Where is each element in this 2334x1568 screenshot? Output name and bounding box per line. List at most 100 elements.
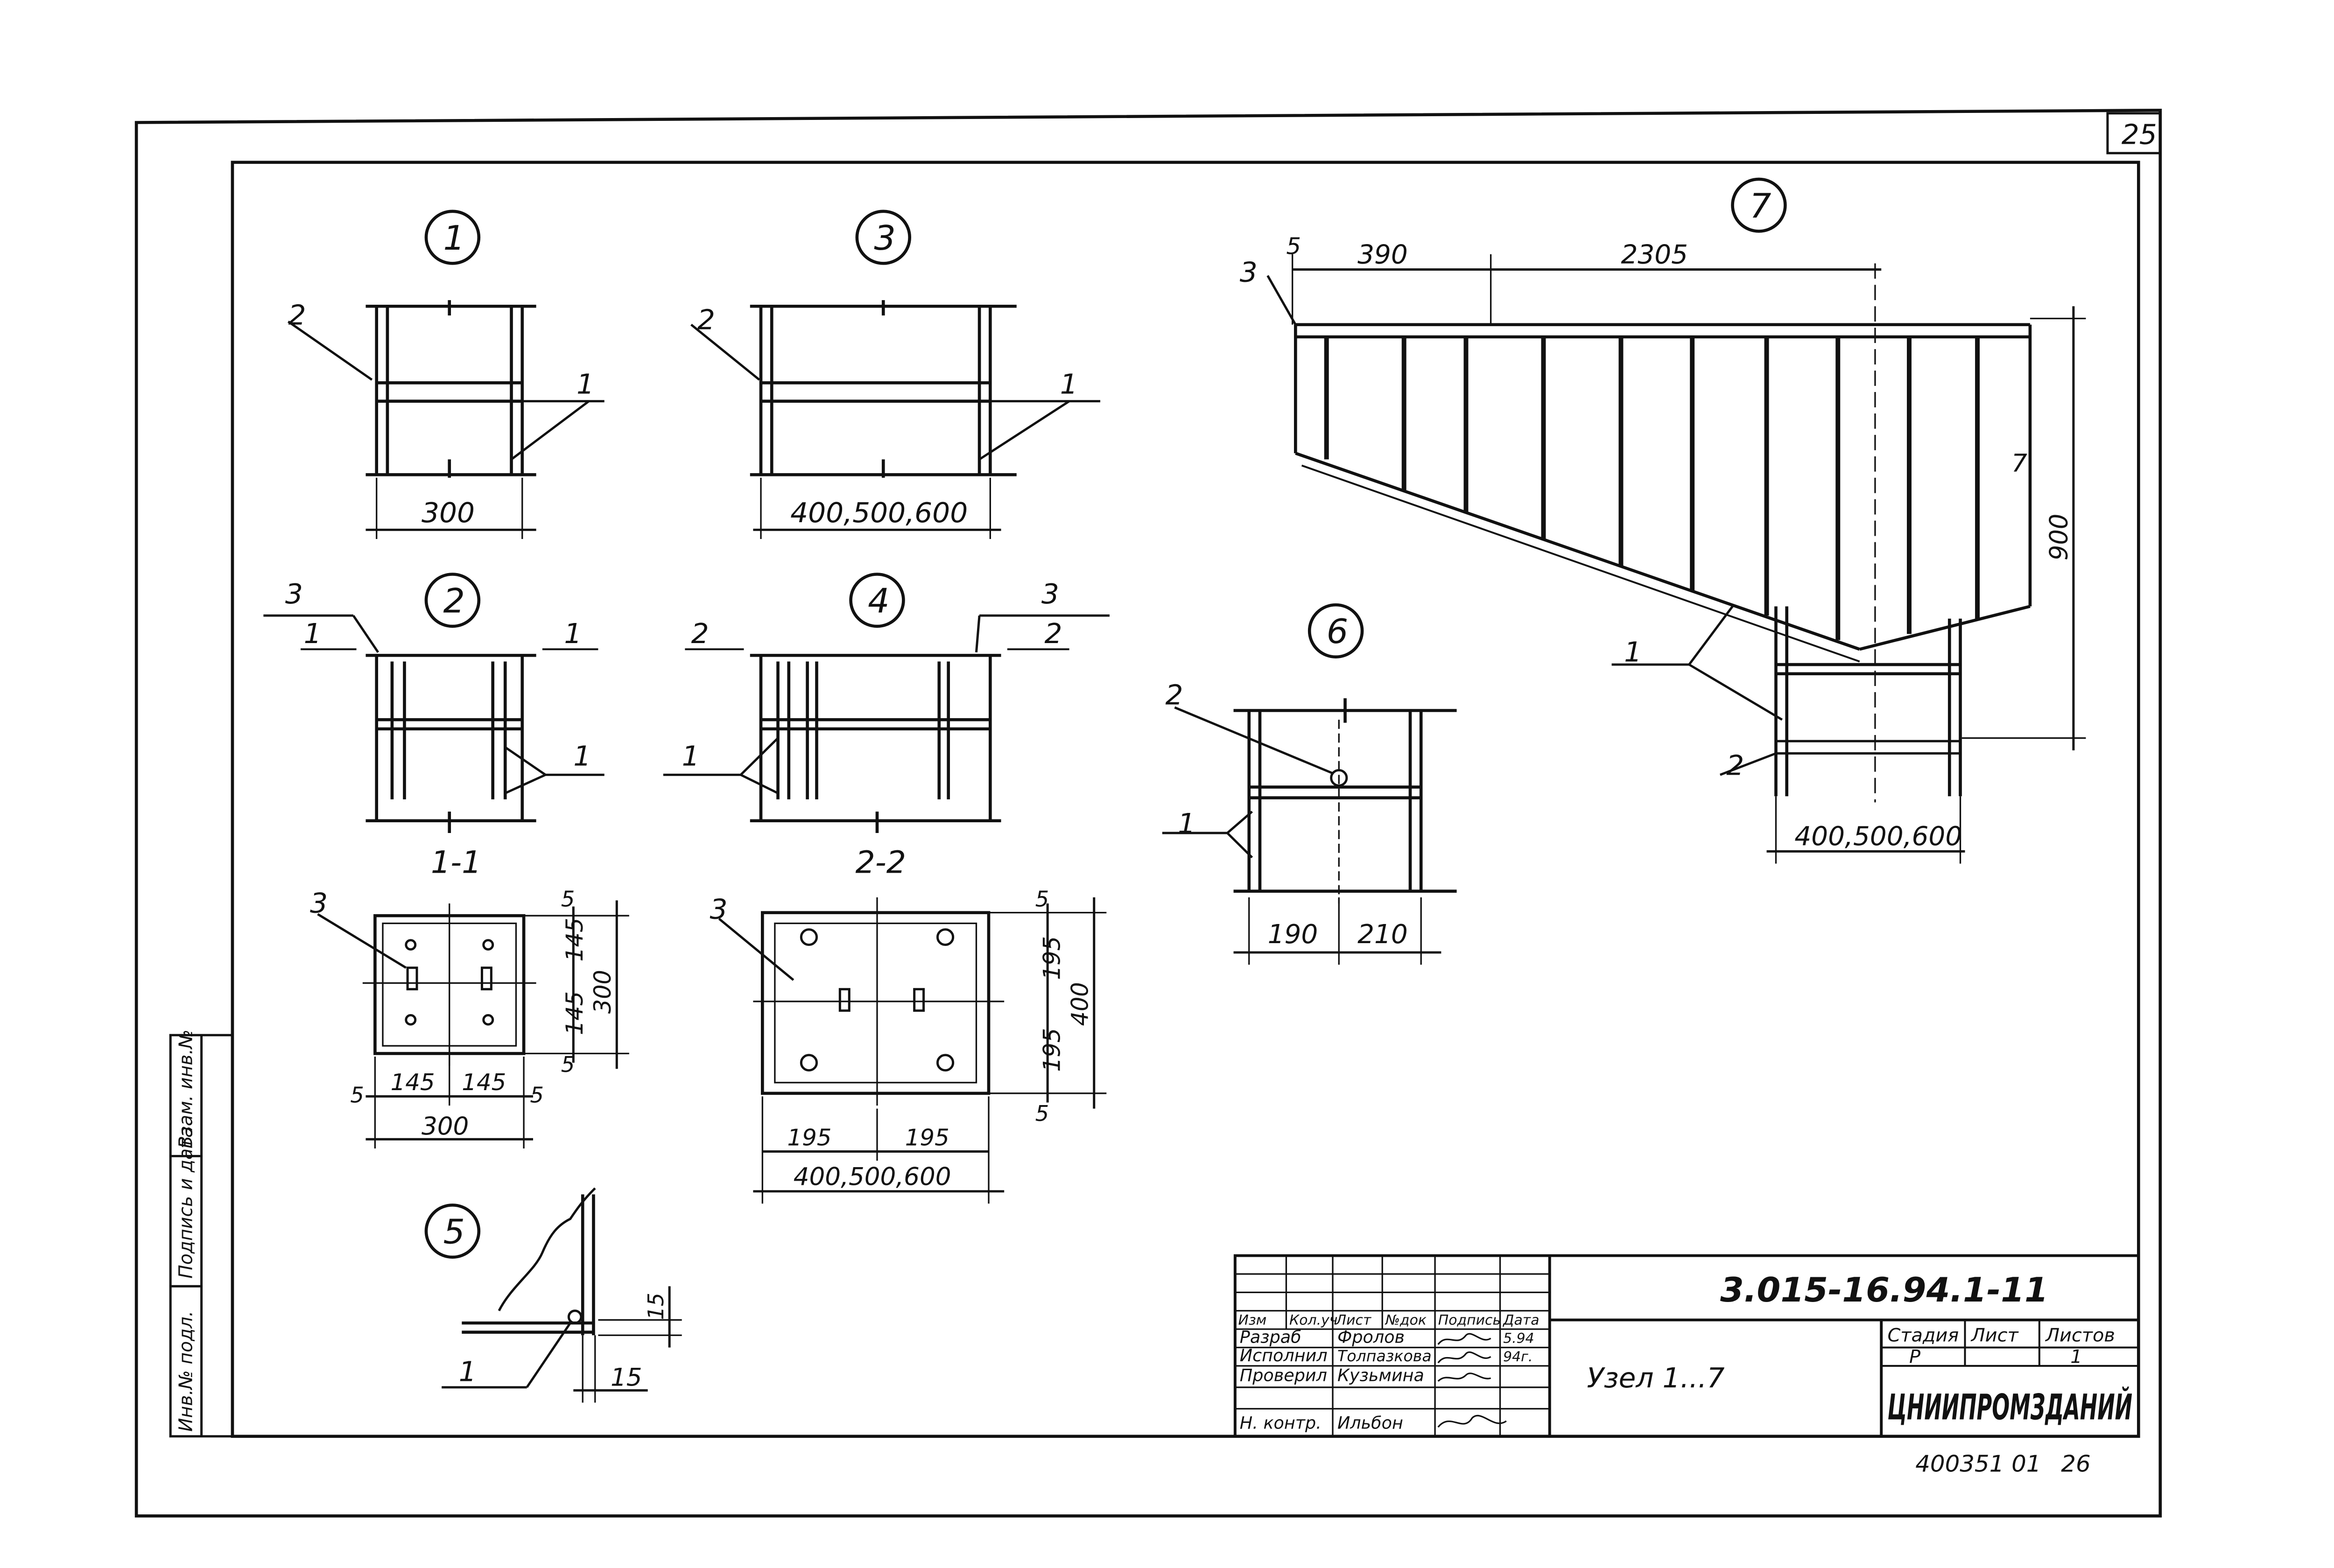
stamp-sheets-header: Листов <box>2045 1325 2115 1346</box>
stamp-name-prover: Кузьмина <box>1337 1365 1424 1386</box>
detail-2-pos-1: 1 <box>573 741 591 773</box>
detail-3-dim: 400,500,600 <box>790 497 968 529</box>
section-2-2-dim-195-c: 195 <box>787 1124 831 1151</box>
detail-id-3: 3 <box>874 219 895 258</box>
section-label-1-1: 1-1 <box>431 845 481 881</box>
detail-id-2: 2 <box>443 582 464 621</box>
section-1-1-pos-3: 3 <box>310 888 328 920</box>
side-stamp-inv: Инв.№ подл. <box>175 1311 197 1432</box>
stamp-role-ispoln: Исполнил <box>1240 1345 1328 1365</box>
stamp-signature-4 <box>1437 1414 1507 1428</box>
section-1-1-dim-5-right: 5 <box>530 1083 544 1108</box>
section-1-1-dim-300-side: 300 <box>589 970 616 1014</box>
stamp-header-ndoc: №док <box>1385 1312 1427 1328</box>
section-1-1-dim-145-c: 145 <box>391 1069 435 1096</box>
stamp-date-razrab: 5.94 <box>1503 1330 1534 1347</box>
detail-2-drawing <box>263 614 605 833</box>
bottom-code: 400351 01 <box>1915 1450 2041 1477</box>
stamp-name-nkontr: Ильбон <box>1337 1413 1403 1433</box>
section-2-2-dim-195-a: 195 <box>1038 936 1065 980</box>
detail-1-pos-1: 1 <box>576 369 594 401</box>
section-1-1-dim-5-top: 5 <box>561 887 575 912</box>
section-label-2-2: 2-2 <box>856 845 906 881</box>
stamp-org: ЦНИИПРОМЗДАНИЙ <box>1887 1386 2132 1428</box>
detail-4-pos-1: 1 <box>682 741 700 773</box>
section-1-1-dim-5-bottom: 5 <box>561 1052 575 1077</box>
section-1-1-dim-145-d: 145 <box>462 1069 506 1096</box>
stamp-role-prover: Проверил <box>1240 1365 1327 1386</box>
stamp-signature-3 <box>1437 1372 1491 1382</box>
detail-7-pos-2: 2 <box>1726 750 1744 782</box>
stamp-stage-value: Р <box>1909 1346 1920 1368</box>
stamp-stage-header: Стадия <box>1887 1325 1959 1346</box>
detail-6-dim-210: 210 <box>1357 920 1408 950</box>
sheet-frame <box>134 108 2162 1518</box>
bottom-number: 26 <box>2061 1450 2090 1477</box>
section-2-2-dim-195-b: 195 <box>1038 1028 1065 1072</box>
title-block <box>1233 1254 2140 1438</box>
stamp-name-razrab: Фролов <box>1337 1327 1405 1347</box>
detail-4-section-left: 2 <box>691 618 709 650</box>
stamp-header-date: Дата <box>1502 1312 1539 1328</box>
detail-4-pos-3: 3 <box>1041 578 1059 610</box>
detail-6-pos-1: 1 <box>1178 808 1195 840</box>
detail-id-5: 5 <box>443 1213 464 1252</box>
detail-5-pos-1: 1 <box>459 1356 477 1388</box>
stamp-title: Узел 1...7 <box>1587 1362 1724 1394</box>
section-2-2-dim-5-top: 5 <box>1035 887 1049 912</box>
sheet-number: 25 <box>2122 119 2157 151</box>
section-1-1-dim-145-a: 145 <box>561 918 588 962</box>
section-2-2-dim-400-side: 400 <box>1066 982 1093 1026</box>
section-2-2-dim-5-bottom: 5 <box>1035 1101 1049 1126</box>
detail-3-pos-2: 2 <box>697 304 715 336</box>
detail-7-dim-2305: 2305 <box>1621 240 1688 270</box>
detail-5-dim-horizontal: 15 <box>611 1364 642 1392</box>
stamp-name-ispoln: Толпазкова <box>1337 1347 1432 1365</box>
stamp-doc-code: 3.015-16.94.1-11 <box>1720 1271 2048 1310</box>
stamp-header-sign: Подпись <box>1438 1312 1501 1328</box>
detail-7-dim-5: 5 <box>1286 233 1301 260</box>
detail-id-1: 1 <box>443 219 464 258</box>
detail-3-pos-1: 1 <box>1060 369 1078 401</box>
detail-id-6: 6 <box>1327 613 1348 652</box>
detail-1-dim: 300 <box>422 497 475 529</box>
stamp-role-razrab: Разраб <box>1240 1327 1301 1347</box>
section-2-2-pos-3: 3 <box>710 894 727 926</box>
detail-7-pos-1: 1 <box>1624 637 1642 669</box>
detail-6-dim-190: 190 <box>1268 920 1318 950</box>
section-2-2-dim-total: 400,500,600 <box>794 1163 951 1191</box>
detail-2-section-right: 1 <box>564 618 582 650</box>
stamp-date-ispoln: 94г. <box>1503 1349 1533 1365</box>
detail-7-dim-390: 390 <box>1357 240 1408 270</box>
detail-5-drawing <box>442 1187 682 1403</box>
detail-5-dim-vertical: 15 <box>643 1293 668 1320</box>
section-1-1-dim-300: 300 <box>422 1113 469 1141</box>
stamp-signature-2 <box>1437 1351 1491 1364</box>
stamp-header-kolich: Кол.уч <box>1289 1312 1337 1328</box>
stamp-sheet-header: Лист <box>1970 1325 2019 1346</box>
detail-7-pos-3: 3 <box>1240 257 1258 289</box>
section-2-2-drawing <box>718 897 1107 1204</box>
detail-1-pos-2: 2 <box>288 300 306 332</box>
side-stamp-replace: Взам. инв.№ <box>175 1029 197 1148</box>
detail-7-drawing <box>1266 254 2086 864</box>
detail-id-4: 4 <box>868 582 889 621</box>
stamp-sheet-value: 1 <box>2070 1346 2082 1368</box>
side-stamp-sign: Подпись и дата <box>175 1127 197 1279</box>
detail-1-drawing <box>288 300 605 539</box>
detail-7-dim-900: 900 <box>2045 514 2073 560</box>
section-1-1-drawing <box>317 900 629 1148</box>
detail-2-section-left: 1 <box>304 618 322 650</box>
detail-3-drawing <box>690 300 1101 539</box>
section-1-1-dim-5-left: 5 <box>350 1083 364 1108</box>
stamp-header-list: Лист <box>1336 1312 1371 1328</box>
detail-6-drawing <box>1162 698 1457 965</box>
detail-6-pos-2: 2 <box>1165 679 1183 712</box>
detail-4-drawing <box>663 614 1110 833</box>
stamp-signature-1 <box>1437 1333 1491 1345</box>
section-1-1-dim-145-b: 145 <box>561 991 588 1035</box>
detail-7-dim-bottom: 400,500,600 <box>1794 822 1962 852</box>
detail-circles <box>424 177 1787 1259</box>
detail-id-7: 7 <box>1750 187 1771 226</box>
